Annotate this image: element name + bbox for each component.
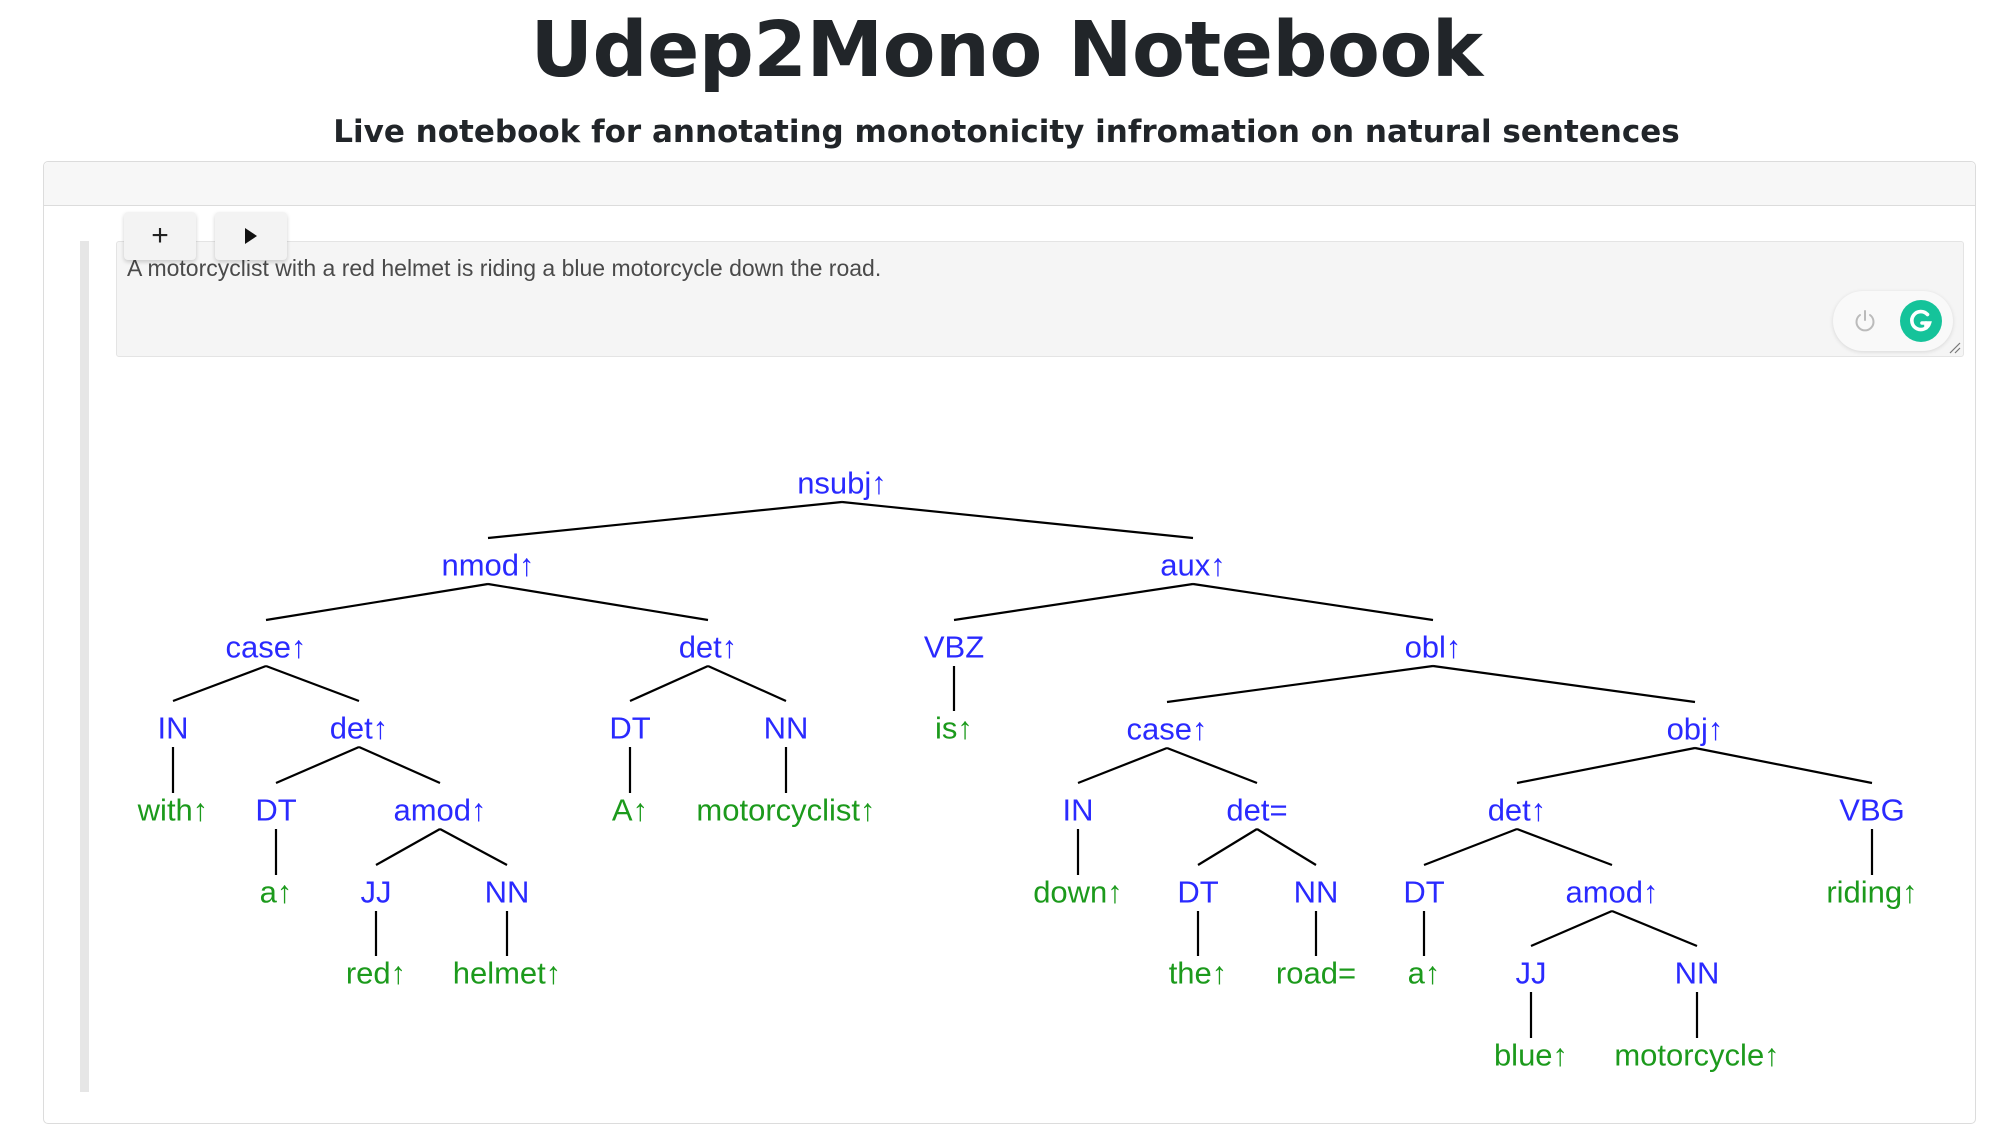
notebook-card: A motorcyclist with a red helmet is ridi… — [43, 161, 1976, 1124]
power-icon[interactable] — [1852, 308, 1878, 334]
tree-leaf-blue: blue↑ — [1494, 1038, 1568, 1073]
tree-node-det2: det↑ — [330, 711, 389, 746]
tree-leaf-a_cap: A↑ — [612, 793, 648, 828]
tree-node-dt3: DT — [1177, 875, 1218, 910]
tree-edge — [953, 582, 1194, 622]
tree-edge — [1166, 746, 1258, 785]
tree-node-det4: det↑ — [1488, 793, 1547, 828]
tree-edge — [1516, 827, 1613, 867]
grammarly-icon[interactable] — [1900, 300, 1942, 342]
tree-node-nn3: NN — [1294, 875, 1339, 910]
grammarly-widget[interactable] — [1833, 291, 1953, 351]
tree-node-aux: aux↑ — [1160, 548, 1225, 583]
tree-edge — [265, 582, 489, 622]
tree-edge — [487, 500, 843, 540]
tree-node-jj2: JJ — [1516, 956, 1547, 991]
tree-node-vbz: VBZ — [924, 630, 984, 665]
tree-node-dt2: DT — [255, 793, 296, 828]
tree-edge — [1197, 828, 1258, 866]
tree-node-dt4: DT — [1403, 875, 1444, 910]
tree-node-nn4: NN — [1675, 956, 1720, 991]
tree-edge — [1077, 746, 1168, 785]
tree-edge — [358, 745, 441, 785]
tree-edge — [172, 664, 267, 703]
tree-edge — [265, 664, 360, 703]
tree-leaf-riding: riding↑ — [1826, 875, 1917, 910]
tree-node-case2: case↑ — [1127, 712, 1208, 747]
tree-edge — [487, 582, 709, 622]
tree-node-case1: case↑ — [226, 630, 307, 665]
tree-node-nmod: nmod↑ — [441, 548, 534, 583]
tree-edge — [439, 828, 508, 866]
tree-leaf-with: with↑ — [137, 793, 209, 828]
tree-edge — [1516, 746, 1696, 785]
tree-node-det1: det↑ — [679, 630, 738, 665]
resize-handle-icon[interactable] — [1947, 340, 1961, 354]
tree-edge — [1694, 746, 1873, 785]
tree-edge — [1192, 582, 1434, 622]
page-subtitle: Live notebook for annotating monotonicit… — [333, 114, 1680, 150]
play-icon — [245, 228, 257, 244]
tree-node-amod1: amod↑ — [393, 793, 486, 828]
tree-leaf-a1: a↑ — [260, 875, 293, 910]
add-cell-button[interactable]: + — [124, 212, 196, 260]
tree-edge — [1432, 664, 1696, 704]
tree-edge — [707, 664, 787, 703]
tree-labels: nsubj↑ nmod↑ aux↑ case↑ det↑ VBZ obl↑ IN det↑ DT N… — [137, 466, 1918, 1073]
tree-leaf-helmet: helmet↑ — [453, 956, 562, 991]
tree-node-obl: obl↑ — [1405, 630, 1462, 665]
tree-node-in2: IN — [1063, 793, 1094, 828]
tree-leaf-is: is↑ — [935, 711, 973, 746]
tree-node-amod2: amod↑ — [1565, 875, 1658, 910]
tree-node-in1: IN — [158, 711, 189, 746]
tree-edge — [1423, 827, 1518, 867]
tree-node-dt1: DT — [609, 711, 650, 746]
sentence-input[interactable]: A motorcyclist with a red helmet is ridi… — [116, 241, 1964, 357]
tree-edge — [275, 745, 360, 785]
tree-leaf-red: red↑ — [346, 956, 406, 991]
tree-leaf-road: road= — [1276, 956, 1356, 991]
tree-leaf-a2: a↑ — [1408, 956, 1441, 991]
cell-indicator-bar — [80, 241, 89, 1092]
tree-leaf-down: down↑ — [1033, 875, 1123, 910]
tree-edge — [1256, 828, 1317, 866]
run-cell-button[interactable] — [215, 212, 287, 260]
card-header — [44, 162, 1975, 206]
tree-node-vbg: VBG — [1839, 793, 1904, 828]
tree-edge — [1166, 664, 1434, 704]
page-title: Udep2Mono Notebook — [530, 6, 1483, 95]
tree-node-nn2: NN — [485, 875, 530, 910]
tree-edge — [629, 664, 709, 703]
tree-node-obj: obj↑ — [1667, 712, 1724, 747]
tree-edges — [171, 500, 1874, 1038]
tree-leaf-motorcycle: motorcycle↑ — [1614, 1038, 1779, 1073]
plus-icon: + — [151, 219, 169, 252]
tree-node-root: nsubj↑ — [797, 466, 887, 501]
tree-leaf-motorcyclist: motorcyclist↑ — [696, 793, 875, 828]
tree-edge — [375, 828, 441, 866]
tree-node-det3: det= — [1226, 793, 1287, 828]
tree-edge — [1611, 909, 1698, 948]
tree-node-nn1: NN — [764, 711, 809, 746]
tree-node-jj1: JJ — [361, 875, 392, 910]
tree-edge — [1530, 909, 1613, 948]
tree-edge — [841, 500, 1194, 540]
tree-leaf-the: the↑ — [1169, 956, 1228, 991]
